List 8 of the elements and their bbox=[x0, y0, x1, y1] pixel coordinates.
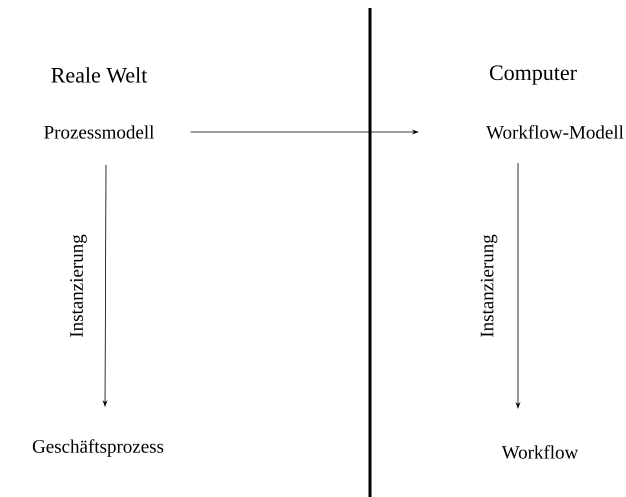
column-heading: Computer bbox=[490, 65, 577, 85]
column-heading: Reale Welt bbox=[51, 67, 148, 83]
node-label: Prozessmodell bbox=[44, 125, 154, 139]
node-label: Workflow-Modell bbox=[486, 125, 624, 139]
edge-label: Instanzierung bbox=[480, 234, 498, 337]
edge-label: Instanzierung bbox=[70, 234, 87, 337]
node-label: Geschäftsprozess bbox=[32, 439, 164, 457]
node-label: Workflow bbox=[502, 445, 578, 459]
